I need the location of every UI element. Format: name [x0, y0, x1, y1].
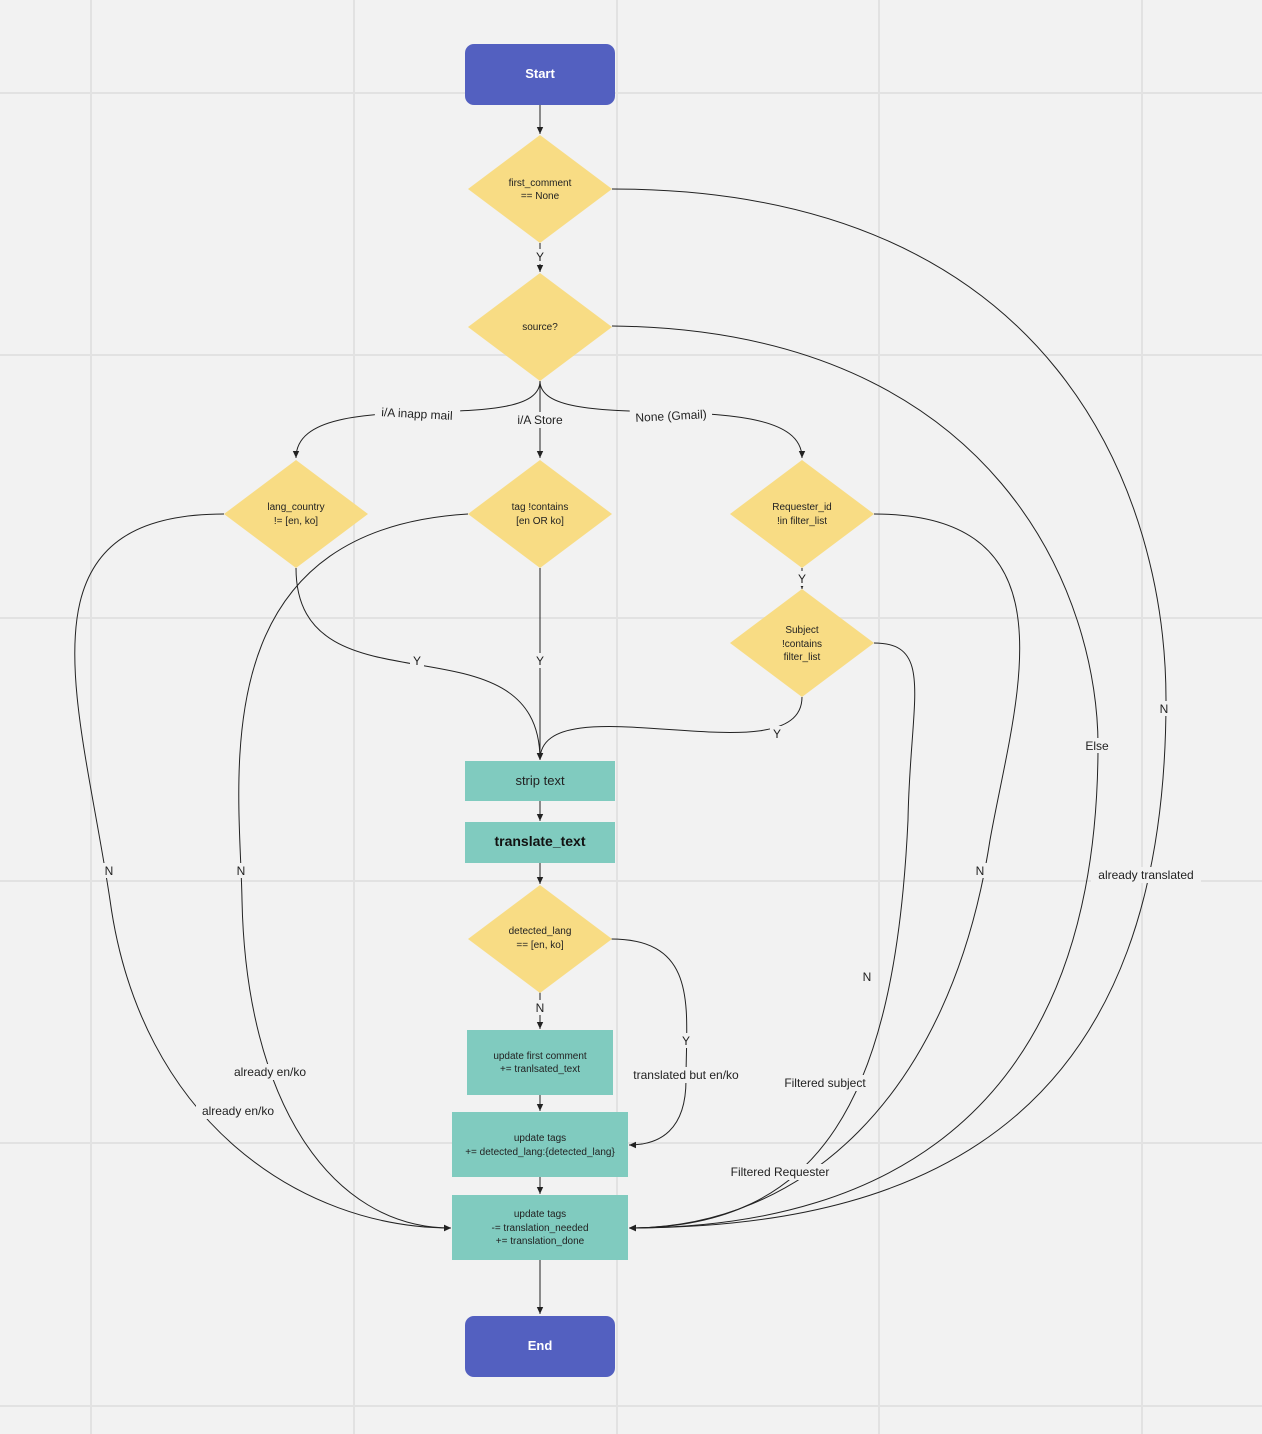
update-tags-done-line-2: -= translation_needed — [491, 1223, 588, 1234]
label-detected-y: Y — [679, 1033, 693, 1048]
label-already-translated-text: already translated — [1098, 868, 1193, 882]
update-tags-lang-line-1: update tags — [514, 1133, 566, 1144]
label-first-n: N — [1157, 701, 1172, 716]
label-already-translated: already translated — [1091, 867, 1201, 883]
decision-first-comment[interactable]: first_comment == None — [468, 135, 612, 243]
requester-line-2: !in filter_list — [777, 516, 827, 527]
label-already-enko-2: already en/ko — [196, 1103, 280, 1119]
process-translate-text[interactable]: translate_text — [465, 822, 615, 863]
label-gmail-text: None (Gmail) — [635, 407, 707, 425]
subject-line-3: filter_list — [784, 652, 821, 663]
detected-lang-line-2: == [en, ko] — [516, 940, 563, 951]
subject-line-1: Subject — [785, 625, 819, 636]
label-first-n-text: N — [1160, 702, 1169, 716]
edge-tag-contains-no — [238, 513, 469, 1232]
decision-requester-id[interactable]: Requester_id !in filter_list — [730, 460, 874, 568]
strip-text-label: strip text — [515, 773, 565, 788]
label-tag-y-text: Y — [536, 654, 544, 668]
label-inapp: i/A inapp mail — [374, 402, 461, 425]
update-tags-done-line-1: update tags — [514, 1209, 566, 1220]
label-source-else: Else — [1083, 738, 1111, 753]
edge-requester-no — [628, 513, 1021, 1232]
tag-contains-line-2: [en OR ko] — [516, 516, 564, 527]
label-already-enko-1: already en/ko — [228, 1064, 312, 1080]
label-lang-n: N — [102, 863, 117, 878]
source-label: source? — [522, 322, 558, 333]
edge-first-comment-no — [611, 188, 1167, 1232]
label-detected-y-text: Y — [682, 1034, 690, 1048]
label-store-text: i/A Store — [517, 413, 563, 427]
subject-line-2: !contains — [782, 639, 822, 650]
label-req-n: N — [973, 863, 988, 878]
edge-detected-yes-to-update-tags — [610, 938, 688, 1149]
label-detected-n: N — [532, 1000, 547, 1015]
label-req-y: Y — [795, 571, 809, 586]
edge-subject-to-strip — [536, 696, 803, 761]
detected-lang-line-1: detected_lang — [509, 926, 572, 937]
update-first-comment-line-2: += tranlsated_text — [500, 1064, 580, 1075]
label-translated-but: translated but en/ko — [625, 1067, 747, 1083]
end-node[interactable]: End — [465, 1316, 615, 1377]
label-filtered-subject-text: Filtered subject — [784, 1076, 866, 1090]
process-update-tags-done[interactable]: update tags -= translation_needed += tra… — [452, 1195, 628, 1260]
label-subject-n-text: N — [863, 970, 872, 984]
decision-lang-country[interactable]: lang_country != [en, ko] — [224, 460, 368, 568]
label-store: i/A Store — [512, 412, 568, 428]
lang-country-line-2: != [en, ko] — [274, 516, 318, 527]
end-label: End — [528, 1338, 553, 1353]
label-lang-n-text: N — [105, 864, 114, 878]
label-subject-y: Y — [770, 726, 784, 741]
process-strip-text[interactable]: strip text — [465, 761, 615, 801]
label-lang-y-text: Y — [413, 654, 421, 668]
first-comment-line-1: first_comment — [509, 178, 572, 189]
label-already-enko-1-text: already en/ko — [234, 1065, 306, 1079]
process-update-first-comment[interactable]: update first comment += tranlsated_text — [467, 1030, 613, 1095]
label-source-else-text: Else — [1085, 739, 1109, 753]
label-subject-n: N — [860, 969, 875, 984]
edge-lang-country-no — [74, 513, 452, 1232]
label-filtered-requester-text: Filtered Requester — [731, 1165, 830, 1179]
lang-country-line-1: lang_country — [267, 502, 324, 513]
decision-source[interactable]: source? — [468, 273, 612, 381]
nodes: Start first_comment == None source? lang… — [224, 44, 874, 1377]
decision-subject[interactable]: Subject !contains filter_list — [730, 589, 874, 697]
label-first-y: Y — [533, 249, 547, 264]
start-node[interactable]: Start — [465, 44, 615, 105]
label-filtered-subject: Filtered subject — [778, 1075, 872, 1091]
label-tag-n-text: N — [237, 864, 246, 878]
first-comment-line-2: == None — [521, 191, 560, 202]
label-subject-y-text: Y — [773, 727, 781, 741]
edge-subject-no — [628, 642, 916, 1232]
update-first-comment-line-1: update first comment — [493, 1051, 587, 1062]
label-tag-y: Y — [533, 653, 547, 668]
edge-labels: Y i/A inapp mail i/A Store None (Gmail) … — [102, 249, 1201, 1180]
label-translated-but-text: translated but en/ko — [633, 1068, 739, 1082]
label-already-enko-2-text: already en/ko — [202, 1104, 274, 1118]
start-label: Start — [525, 66, 555, 81]
label-detected-n-text: N — [536, 1001, 545, 1015]
decision-tag-contains[interactable]: tag !contains [en OR ko] — [468, 460, 612, 568]
label-first-y-text: Y — [536, 250, 544, 264]
label-tag-n: N — [234, 863, 249, 878]
tag-contains-line-1: tag !contains — [512, 502, 569, 513]
label-lang-y: Y — [410, 653, 424, 668]
update-tags-done-line-3: += translation_done — [496, 1236, 585, 1247]
label-inapp-text: i/A inapp mail — [381, 405, 453, 423]
label-filtered-requester: Filtered Requester — [724, 1164, 836, 1180]
update-tags-lang-line-2: += detected_lang:{detected_lang} — [465, 1147, 615, 1158]
process-update-tags-lang[interactable]: update tags += detected_lang:{detected_l… — [452, 1112, 628, 1177]
label-req-n-text: N — [976, 864, 985, 878]
translate-text-label: translate_text — [494, 833, 585, 849]
label-gmail: None (Gmail) — [629, 404, 713, 427]
requester-line-1: Requester_id — [772, 502, 831, 513]
decision-detected-lang[interactable]: detected_lang == [en, ko] — [468, 885, 612, 993]
label-req-y-text: Y — [798, 572, 806, 586]
